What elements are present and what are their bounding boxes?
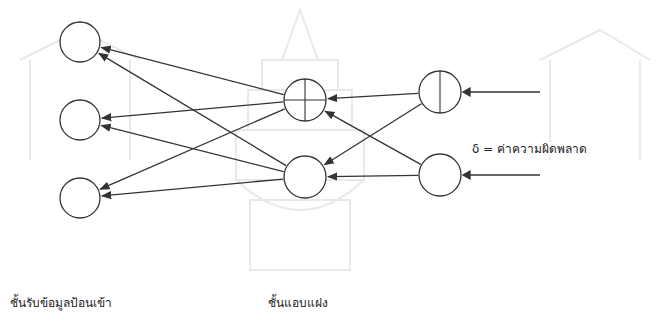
circle-outline [418, 153, 462, 197]
circle-outline [59, 177, 101, 219]
neuron-circle [59, 21, 101, 63]
neuron-circle [418, 70, 462, 114]
layer-name: ชั้นรับข้อมูลป้อนเข้า [10, 296, 112, 310]
backprop-arrow [325, 111, 421, 164]
watermark-emblem [20, 10, 650, 270]
error-note: δ = ค่าความผิดพลาด [470, 142, 589, 156]
neuron-circle [59, 177, 101, 219]
backprop-arrow [328, 175, 418, 176]
circle-outline [418, 70, 462, 114]
circle-outline [283, 78, 327, 122]
circle-outline [59, 99, 101, 141]
neuron-circle [59, 99, 101, 141]
circle-outline [59, 21, 101, 63]
neuron-circle [283, 155, 327, 199]
neuron-circle [418, 153, 462, 197]
layer-name: ชั้นแอบแฝง [268, 296, 328, 310]
backprop-arrow [102, 179, 283, 196]
circle-outline [283, 155, 327, 199]
backprop-arrow [101, 125, 283, 171]
neuron-circle [283, 78, 327, 122]
backprop-arrow [324, 104, 421, 165]
backprop-arrow [328, 93, 418, 98]
error-input-lines [463, 88, 540, 179]
